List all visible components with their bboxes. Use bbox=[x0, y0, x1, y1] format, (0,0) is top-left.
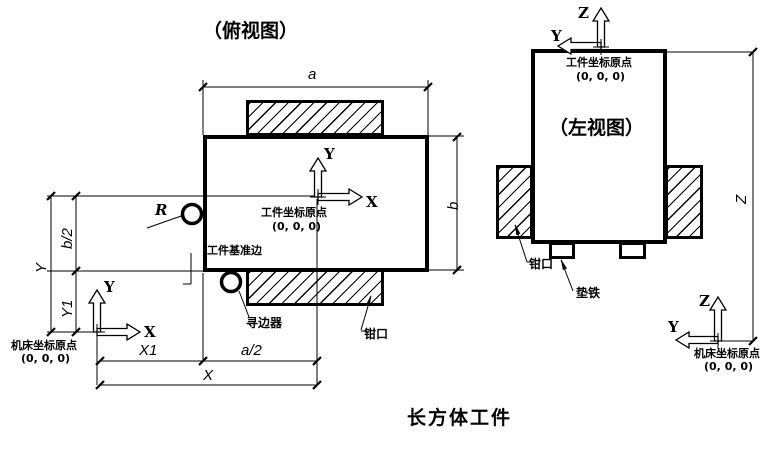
vise-jaw-top bbox=[246, 100, 384, 136]
edge-finder-circle-bottom bbox=[219, 270, 243, 294]
vise-jaw-left bbox=[496, 165, 533, 239]
tv-machine-origin-label: 机床坐标原点 bbox=[11, 339, 77, 352]
parallel-block-right bbox=[619, 242, 646, 259]
dim-b-label: b bbox=[445, 201, 462, 210]
dim-x-label: X bbox=[203, 367, 214, 384]
sv-workpiece-origin-coords: (0, 0, 0) bbox=[576, 70, 626, 83]
dim-a-label: a bbox=[308, 66, 317, 83]
axis-arrows bbox=[87, 6, 728, 350]
dim-a-half-label: a/2 bbox=[241, 342, 262, 359]
edge-finder-circle-left bbox=[180, 202, 204, 226]
datum-edge-label: 工件基准边 bbox=[207, 244, 262, 257]
tv-workpiece-axis-y-label: Y bbox=[324, 145, 335, 163]
workpiece-side-view bbox=[531, 49, 667, 244]
sv-machine-origin-coords: (0, 0, 0) bbox=[704, 360, 754, 373]
parallel-block-left bbox=[549, 242, 575, 259]
dim-b-half-label: b/2 bbox=[59, 228, 76, 249]
dimension-ticks bbox=[46, 47, 758, 390]
dimension-lines-top-view bbox=[47, 80, 464, 386]
sv-workpiece-origin-label: 工件坐标原点 bbox=[566, 56, 632, 69]
side-view-title: （左视图） bbox=[549, 117, 645, 139]
sv-machine-axis-z-label: Z bbox=[699, 292, 710, 310]
page-title: 长方体工件 bbox=[407, 407, 513, 429]
tv-workpiece-origin-label: 工件坐标原点 bbox=[261, 206, 327, 219]
sv-machine-origin-label: 机床坐标原点 bbox=[694, 347, 760, 360]
tv-workpiece-origin-coords: (0, 0, 0) bbox=[272, 220, 322, 233]
sv-jaw-label: 钳口 bbox=[529, 257, 554, 271]
sv-workpiece-axis-y-label: Y bbox=[551, 27, 562, 45]
dim-z-label: Z bbox=[733, 194, 750, 204]
sv-workpiece-axis-z-label: Z bbox=[578, 4, 589, 22]
dim-y-label: Y bbox=[33, 262, 50, 273]
workpiece-top-view bbox=[203, 135, 429, 272]
edge-finder-radius-label: R bbox=[155, 201, 168, 219]
tv-workpiece-axis-x-label: X bbox=[366, 193, 378, 211]
tv-jaw-label: 钳口 bbox=[364, 327, 389, 341]
sv-machine-axis-y-label: Y bbox=[668, 318, 679, 336]
top-view-title: （俯视图） bbox=[203, 20, 299, 42]
dim-x1-label: X1 bbox=[139, 342, 158, 359]
sv-parallel-label: 垫铁 bbox=[576, 286, 601, 300]
tv-machine-axis-y-label: Y bbox=[104, 278, 115, 296]
tv-machine-axis-x-label: X bbox=[144, 323, 156, 341]
dimension-lines-side-view bbox=[514, 51, 754, 342]
edge-finder-label: 寻边器 bbox=[246, 316, 283, 330]
dim-y1-label: Y1 bbox=[59, 299, 76, 318]
origin-crosses bbox=[89, 39, 726, 349]
tv-machine-origin-coords: (0, 0, 0) bbox=[21, 352, 71, 365]
